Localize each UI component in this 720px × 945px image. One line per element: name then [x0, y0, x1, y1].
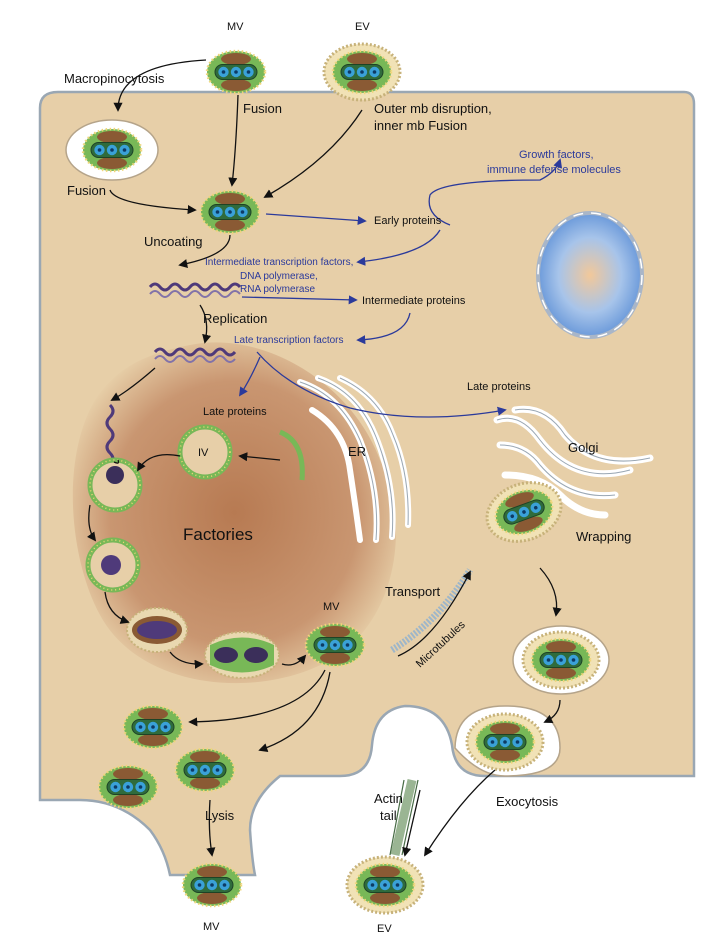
label-uncoating: Uncoating: [144, 234, 203, 249]
factory-region: [72, 342, 396, 684]
label-outer-mb-1: Outer mb disruption,: [374, 101, 492, 116]
label-golgi: Golgi: [568, 440, 598, 455]
viral-dna-2: [153, 347, 237, 357]
label-actin-1: Actin: [374, 791, 403, 806]
label-intermediate-proteins: Intermediate proteins: [362, 295, 466, 307]
iv-condensed: [88, 540, 138, 590]
label-wrapping: Wrapping: [576, 529, 631, 544]
label-mv-mid: MV: [323, 601, 340, 613]
actin-tail: [389, 779, 419, 856]
label-dna-polymerase: DNA polymerase,: [240, 271, 318, 282]
label-growth-factors-1: Growth factors,: [519, 149, 594, 161]
label-late-proteins-right: Late proteins: [467, 381, 531, 393]
nucleus: [536, 211, 644, 339]
wrapping-virion: [485, 481, 563, 543]
label-fusion-left: Fusion: [67, 183, 106, 198]
label-late-proteins-factory: Late proteins: [203, 406, 267, 418]
label-fusion-top: Fusion: [243, 101, 282, 116]
label-exocytosis: Exocytosis: [496, 794, 559, 809]
label-ev-top: EV: [355, 21, 370, 33]
viral-dna-1: [148, 282, 242, 292]
mv-virion-bottom: [181, 862, 243, 908]
label-factories: Factories: [183, 525, 253, 544]
mv-virion-lower-1: [122, 704, 184, 750]
crescent-membrane: [278, 429, 305, 481]
ev-virion-top: [324, 44, 400, 100]
dna-strand: [105, 403, 115, 467]
mv-virion-top: [205, 49, 267, 95]
label-rna-polymerase: RNA polymerase: [240, 284, 315, 295]
virion-uncoating: [199, 189, 261, 235]
label-replication: Replication: [203, 311, 267, 326]
ev-virion-bottom: [347, 857, 423, 913]
label-outer-mb-2: inner mb Fusion: [374, 118, 467, 133]
label-intermediate-tf: Intermediate transcription factors,: [205, 257, 353, 268]
label-macropinocytosis: Macropinocytosis: [64, 71, 165, 86]
exocytosis-vesicle: [454, 705, 561, 777]
label-mv-top: MV: [227, 21, 244, 33]
label-mv-bottom: MV: [203, 921, 220, 933]
label-early-proteins: Early proteins: [374, 215, 442, 227]
maturing-mv: [204, 631, 280, 679]
label-actin-2: tail: [380, 808, 397, 823]
label-er: ER: [348, 444, 366, 459]
label-late-tf: Late transcription factors: [234, 335, 344, 346]
macropinosome: [65, 119, 159, 181]
label-iv: IV: [198, 447, 209, 459]
mv-virion-lower-2: [97, 764, 159, 810]
mv-virion-lower-3: [174, 747, 236, 793]
blue-arrows: [238, 158, 563, 418]
label-lysis: Lysis: [205, 808, 235, 823]
microtubule: [390, 568, 474, 653]
mv-virion-mid: [304, 622, 366, 668]
label-growth-factors-2: immune defense molecules: [487, 164, 621, 176]
black-arrows: [86, 59, 562, 857]
label-ev-bottom: EV: [377, 923, 392, 935]
iv-with-dna: [90, 460, 140, 510]
transport-vesicle: [512, 625, 610, 695]
immature-mv: [126, 607, 188, 653]
label-transport: Transport: [385, 584, 441, 599]
